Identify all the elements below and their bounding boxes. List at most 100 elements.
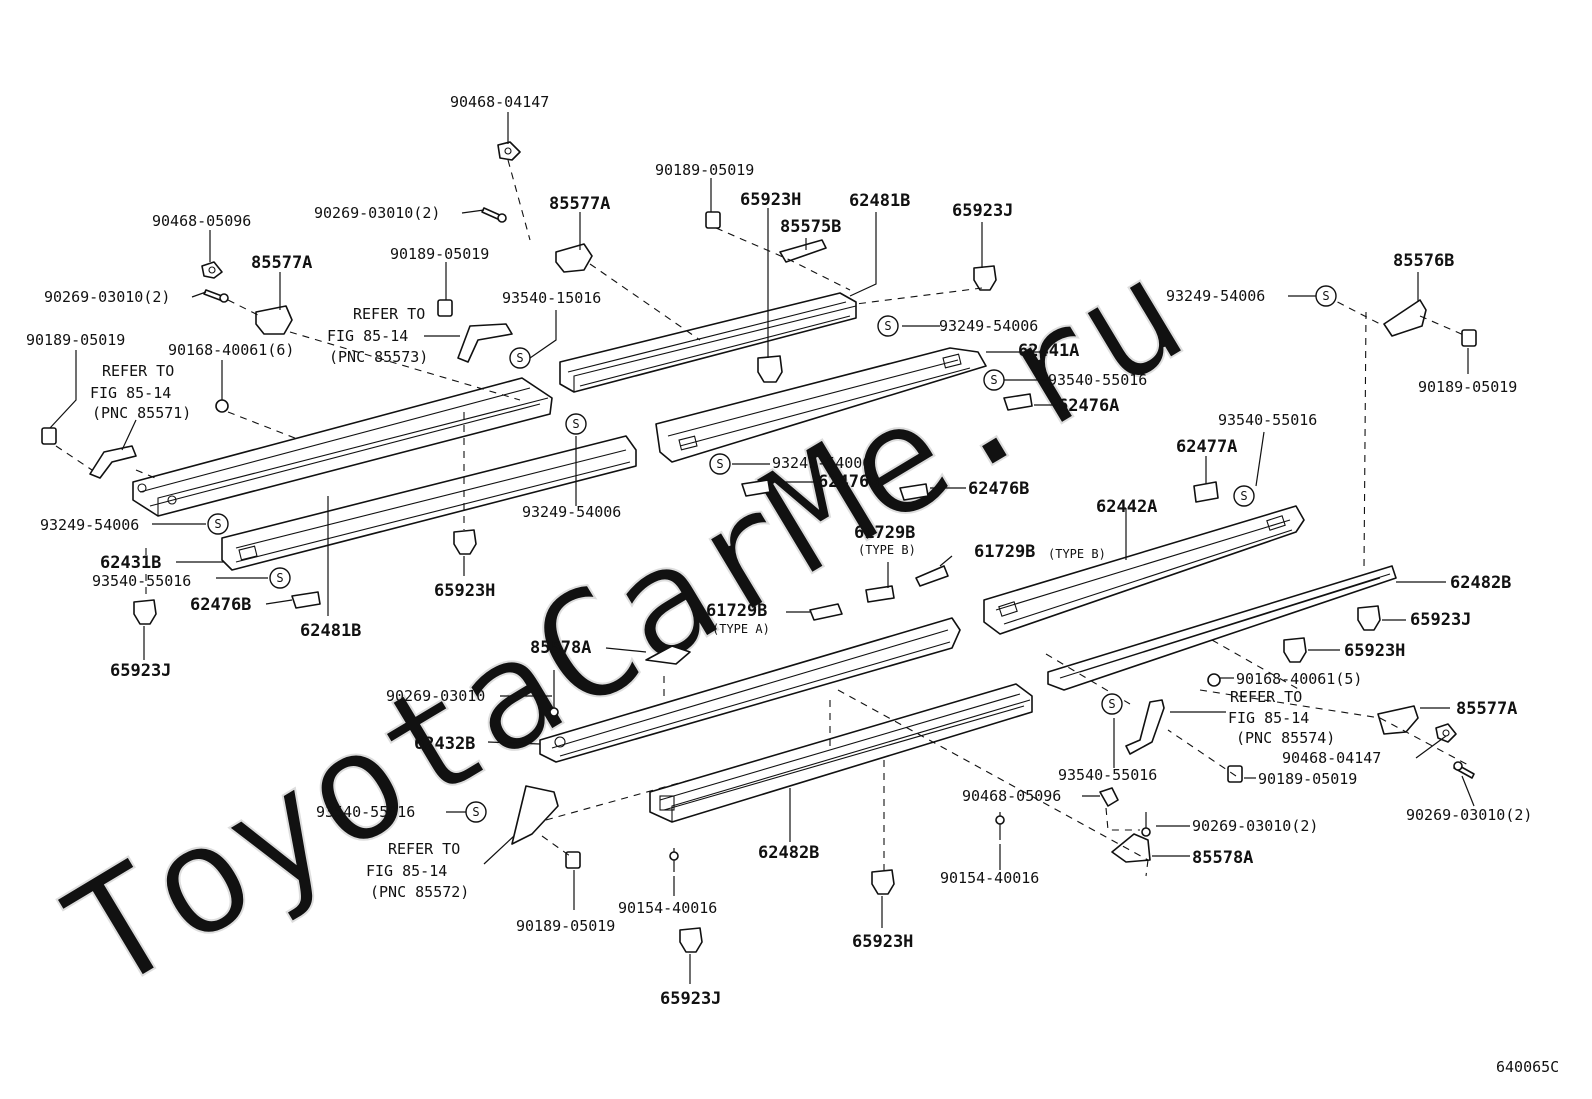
part-number-label: 65923J <box>110 661 171 681</box>
part-number-label: 90189-05019 <box>390 245 489 263</box>
part-number-label: 90269-03010 <box>386 687 485 705</box>
reference-note: (PNC 85574) <box>1236 729 1335 747</box>
part-90189-05019-top <box>705 211 721 229</box>
part-85578a-lower <box>1111 833 1151 863</box>
s-symbol: S <box>1233 485 1255 507</box>
part-62477a <box>1193 481 1219 503</box>
part-62476b-left <box>291 591 321 609</box>
part-labels: 90468-04147 90189-05019 85577A 90269-030… <box>26 93 1532 1009</box>
svg-text:S: S <box>1108 697 1115 711</box>
part-90189-05019-mid <box>437 299 453 317</box>
part-90269-screw-left <box>203 289 229 303</box>
reference-note: FIG 85-14 <box>1228 709 1309 727</box>
part-90189-05019-lowright <box>1227 765 1243 783</box>
part-number-label: 93249-54006 <box>772 454 871 472</box>
figure-code: 640065C <box>1496 1058 1559 1076</box>
part-85576b <box>1383 299 1427 337</box>
part-number-label: 62482B <box>1450 573 1511 593</box>
part-number-label: 93249-54006 <box>522 503 621 521</box>
part-90154-screw-left <box>669 848 679 872</box>
reference-note: (PNC 85573) <box>329 348 428 366</box>
part-number-label: 93540-55016 <box>1048 371 1147 389</box>
part-number-label: 90189-05019 <box>26 331 125 349</box>
part-62432b <box>539 617 961 763</box>
leader-lines <box>49 112 1475 984</box>
part-clip-90468-05096-lower <box>1099 787 1119 807</box>
part-number-label: 90468-04147 <box>1282 749 1381 767</box>
svg-text:S: S <box>884 319 891 333</box>
part-90269-screw-upper <box>549 670 559 717</box>
part-90189-05019-bottom <box>565 851 581 869</box>
part-85578a-upper <box>645 645 691 665</box>
part-62481b-upper <box>559 292 857 393</box>
svg-text:S: S <box>214 517 221 531</box>
part-90168-clip-right <box>1207 673 1221 687</box>
part-type-note: (TYPE B) <box>858 543 916 557</box>
part-number-label: 90468-04147 <box>450 93 549 111</box>
part-number-label: 85577A <box>1456 699 1517 719</box>
part-65923h-bottom <box>871 869 895 895</box>
part-number-label: 90468-05096 <box>962 787 1061 805</box>
part-65923h-left <box>453 529 477 555</box>
part-number-label: 65923H <box>852 932 913 952</box>
part-clip-90468-04147-top <box>497 141 521 161</box>
part-number-label: 90189-05019 <box>1258 770 1357 788</box>
reference-note: FIG 85-14 <box>327 327 408 345</box>
part-number-label: 62481B <box>300 621 361 641</box>
svg-text:S: S <box>990 373 997 387</box>
part-number-label: 85576B <box>1393 251 1454 271</box>
part-61729b-type-a <box>809 603 843 621</box>
part-number-label: 62476B <box>818 472 879 492</box>
part-number-label: 93249-54006 <box>1166 287 1265 305</box>
part-bracket-85573 <box>457 323 513 363</box>
svg-text:S: S <box>516 351 523 365</box>
part-number-label: 61729B <box>706 601 767 621</box>
s-symbol: S <box>509 347 531 369</box>
part-number-label: 85578A <box>1192 848 1253 868</box>
part-number-label: 90154-40016 <box>940 869 1039 887</box>
part-61729b-type-b-b <box>915 565 949 587</box>
part-number-label: 93540-55016 <box>316 803 415 821</box>
part-type-note: (TYPE A) <box>712 622 770 636</box>
part-62481b-left <box>132 377 553 517</box>
part-number-label: 62441A <box>1018 341 1079 361</box>
part-number-label: 62476B <box>968 479 1029 499</box>
part-62442a <box>983 505 1305 635</box>
part-number-label: 90168-40061(6) <box>168 341 294 359</box>
reference-note: REFER TO <box>1230 688 1302 706</box>
part-number-label: 85577A <box>251 253 312 273</box>
part-number-label: 90269-03010(2) <box>1406 806 1532 824</box>
s-symbol: S <box>465 801 487 823</box>
part-number-label: 90189-05019 <box>1418 378 1517 396</box>
s-symbol: S <box>983 369 1005 391</box>
part-85575b <box>779 239 827 263</box>
reference-note: REFER TO <box>102 362 174 380</box>
reference-note: (PNC 85572) <box>370 883 469 901</box>
part-number-label: 65923J <box>660 989 721 1009</box>
reference-note: (PNC 85571) <box>92 404 191 422</box>
part-62482b-lower <box>649 683 1033 823</box>
part-number-label: 90269-03010(2) <box>1192 817 1318 835</box>
svg-text:S: S <box>572 417 579 431</box>
reference-note: FIG 85-14 <box>90 384 171 402</box>
part-number-label: 93540-55016 <box>1058 766 1157 784</box>
svg-text:S: S <box>1240 489 1247 503</box>
part-number-label: 61729B <box>974 542 1035 562</box>
part-number-label: 61729B <box>854 523 915 543</box>
part-65923j-bottom <box>679 927 703 953</box>
part-number-label: 62481B <box>849 191 910 211</box>
part-number-label: 85578A <box>530 638 591 658</box>
s-symbol: S <box>1315 285 1337 307</box>
part-number-label: 62476A <box>1058 396 1119 416</box>
part-85577a-left <box>255 305 293 335</box>
part-number-label: 62442A <box>1096 497 1157 517</box>
part-62441a <box>655 347 987 463</box>
svg-text:S: S <box>1322 289 1329 303</box>
part-number-label: 65923H <box>1344 641 1405 661</box>
s-symbol: S <box>877 315 899 337</box>
part-number-label: 93249-54006 <box>939 317 1038 335</box>
part-number-label: 90189-05019 <box>516 917 615 935</box>
part-65923j-right <box>1357 605 1381 631</box>
part-bracket-85571 <box>89 445 137 479</box>
